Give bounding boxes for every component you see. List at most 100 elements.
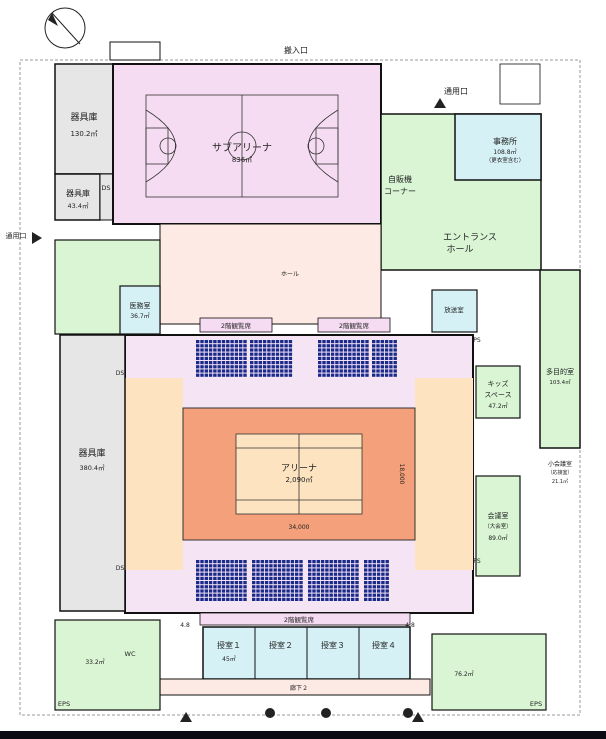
seat <box>250 348 254 352</box>
seat <box>262 344 267 348</box>
seat <box>295 564 299 568</box>
seat <box>368 564 372 568</box>
seat <box>239 352 243 356</box>
seat <box>290 589 295 593</box>
seat <box>376 585 381 589</box>
seat <box>277 560 282 564</box>
seat <box>356 352 361 356</box>
seat <box>239 593 243 597</box>
seat <box>217 373 221 377</box>
seat <box>280 344 284 348</box>
seat <box>299 585 303 589</box>
seat <box>226 344 230 348</box>
seat <box>234 373 239 377</box>
seat <box>384 348 389 352</box>
seat <box>361 373 365 377</box>
seat <box>322 365 326 369</box>
seat <box>380 340 384 344</box>
seat <box>230 365 234 369</box>
seat <box>204 572 208 576</box>
seat <box>299 564 303 568</box>
seat <box>352 373 356 377</box>
seat <box>284 352 288 356</box>
seat <box>376 373 380 377</box>
seat <box>335 356 339 360</box>
seat <box>243 361 247 365</box>
seat <box>262 365 267 369</box>
seat <box>256 560 260 564</box>
seat <box>208 564 213 568</box>
seat <box>372 344 376 348</box>
seat <box>322 361 326 365</box>
seat <box>380 352 384 356</box>
seat <box>342 564 346 568</box>
seat <box>230 356 234 360</box>
seat <box>330 344 335 348</box>
seat <box>351 581 355 585</box>
seat <box>385 585 389 589</box>
seat <box>208 348 213 352</box>
seat <box>351 593 355 597</box>
seat <box>200 340 204 344</box>
seat <box>346 572 351 576</box>
seat <box>221 352 226 356</box>
seat <box>343 356 348 360</box>
seat <box>295 572 299 576</box>
seat <box>204 585 208 589</box>
side-entrance-label: 通用口 <box>444 86 468 96</box>
wc-block-bottom-right <box>431 633 547 711</box>
seat <box>262 352 267 356</box>
seat <box>318 356 322 360</box>
seat <box>284 361 288 365</box>
seat <box>356 365 361 369</box>
seat <box>260 572 264 576</box>
seat <box>204 348 208 352</box>
seat <box>299 581 303 585</box>
seat <box>221 373 226 377</box>
seat <box>329 581 333 585</box>
seat <box>351 560 355 564</box>
seat <box>322 348 326 352</box>
seat <box>243 568 247 572</box>
seat <box>348 369 352 373</box>
seat <box>343 352 348 356</box>
multi-label: 多目的室 <box>546 367 574 376</box>
seat <box>342 572 346 576</box>
seat <box>380 373 384 377</box>
seat <box>318 352 322 356</box>
seat <box>273 593 277 597</box>
seat <box>196 585 200 589</box>
seat <box>260 568 264 572</box>
seat <box>376 576 381 580</box>
seat <box>389 373 393 377</box>
seat <box>286 593 290 597</box>
seat <box>243 597 247 601</box>
seat <box>295 560 299 564</box>
seat <box>299 593 303 597</box>
seat <box>384 369 389 373</box>
seat <box>372 597 376 601</box>
seat <box>260 576 264 580</box>
seat <box>277 564 282 568</box>
seat <box>204 597 208 601</box>
seat <box>271 352 275 356</box>
seat <box>217 597 221 601</box>
seat <box>372 568 376 572</box>
seat <box>275 369 280 373</box>
seat <box>335 369 339 373</box>
seat <box>208 568 213 572</box>
seat <box>286 581 290 585</box>
arena-court <box>235 433 363 515</box>
seat <box>356 344 361 348</box>
seat <box>338 597 342 601</box>
seat <box>230 585 234 589</box>
hall-label: ホール <box>281 271 299 278</box>
seat <box>234 365 239 369</box>
seat <box>356 361 361 365</box>
seat <box>381 593 385 597</box>
seat <box>346 560 351 564</box>
seat <box>234 581 239 585</box>
seat <box>384 365 389 369</box>
seat <box>200 560 204 564</box>
seat <box>226 585 230 589</box>
